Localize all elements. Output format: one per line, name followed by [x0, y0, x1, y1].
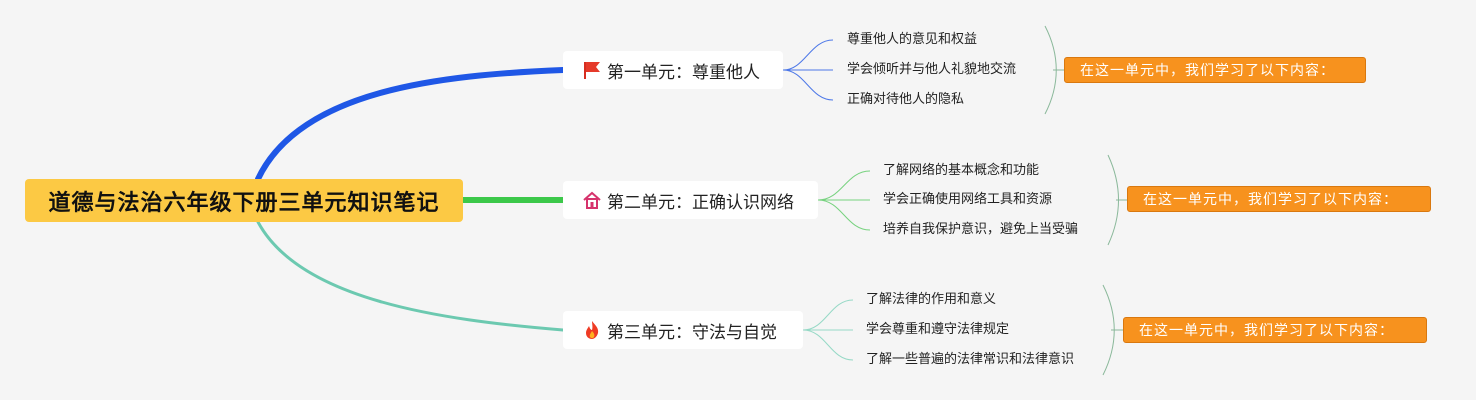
- branch-3-topic[interactable]: 第三单元：守法与自觉: [563, 311, 803, 349]
- branch-2-summary-text: 在这一单元中，我们学习了以下内容：: [1143, 192, 1398, 208]
- branch-2-summary-note[interactable]: 在这一单元中，我们学习了以下内容：: [1127, 186, 1431, 212]
- branch-2-item-1[interactable]: 了解网络的基本概念和功能: [883, 163, 1040, 178]
- branch-1-item-2[interactable]: 学会倾听并与他人礼貌地交流: [847, 62, 1017, 77]
- branch-3-connector: [256, 220, 565, 332]
- house-icon: [581, 189, 603, 211]
- root-topic[interactable]: 道德与法治六年级下册三单元知识笔记: [25, 179, 463, 222]
- branch-1-leaf-connectors: [782, 39, 834, 101]
- branch-2-item-3[interactable]: 培养自我保护意识，避免上当受骗: [883, 222, 1079, 237]
- branch-3-item-1[interactable]: 了解法律的作用和意义: [866, 292, 997, 307]
- branch-1-topic[interactable]: 第一单元：尊重他人: [563, 51, 783, 89]
- branch-1-item-3[interactable]: 正确对待他人的隐私: [847, 92, 965, 107]
- branch-1-label: 第一单元：尊重他人: [607, 62, 760, 83]
- branch-3-item-3[interactable]: 了解一些普遍的法律常识和法律意识: [866, 352, 1075, 367]
- root-title: 道德与法治六年级下册三单元知识笔记: [48, 190, 440, 216]
- branch-3-leaf-connectors: [802, 299, 854, 361]
- branch-1-summary-note[interactable]: 在这一单元中，我们学习了以下内容：: [1064, 57, 1366, 83]
- branch-2-topic[interactable]: 第二单元：正确认识网络: [563, 181, 818, 219]
- branch-3-item-2[interactable]: 学会尊重和遵守法律规定: [866, 322, 1010, 337]
- branch-1-item-1[interactable]: 尊重他人的意见和权益: [847, 32, 978, 47]
- branch-1-connector: [255, 67, 566, 182]
- branch-3-summary-note[interactable]: 在这一单元中，我们学习了以下内容：: [1123, 317, 1427, 343]
- flag-icon: [581, 59, 603, 81]
- branch-2-leaf-connectors: [817, 170, 871, 231]
- branch-3-summary-text: 在这一单元中，我们学习了以下内容：: [1139, 323, 1394, 339]
- branch-3-label: 第三单元：守法与自觉: [607, 322, 777, 343]
- branch-2-label: 第二单元：正确认识网络: [607, 192, 794, 213]
- branch-2-item-2[interactable]: 学会正确使用网络工具和资源: [883, 192, 1053, 207]
- fire-icon: [581, 319, 603, 341]
- branch-1-summary-text: 在这一单元中，我们学习了以下内容：: [1080, 63, 1335, 79]
